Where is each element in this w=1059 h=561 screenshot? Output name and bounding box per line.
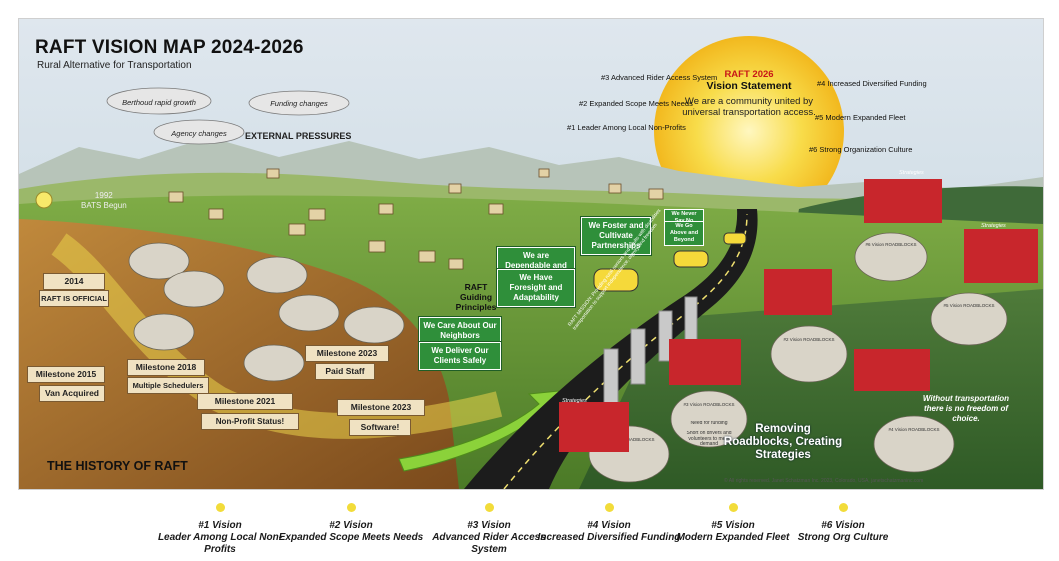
vision-statement-text: We are a community united by universal t… [682,96,816,118]
origin-marker: 1992 BATS Begun [81,191,127,211]
vision-number: #4 Vision [587,520,631,531]
roadblock-rock: #3 Vision ROADBLOCKS [683,402,735,407]
origin-text: BATS Begun [81,201,127,210]
vision-number: #2 Vision [329,520,373,531]
vision-number: #1 Vision [198,520,242,531]
freedom-quote: Without transportation there is no freed… [922,394,1010,423]
milestone-sign: 2014 [43,273,105,290]
legend-dot-icon [215,503,225,512]
vision-legend-item: #1 Vision Leader Among Local Non-Profits [145,503,295,556]
legend-dot-icon [838,503,848,512]
vision-text: Advanced Rider Access System [432,532,546,555]
cloud-label: Berthoud rapid growth [122,98,196,107]
sun-vision-label: #1 Leader Among Local Non-Profits [567,122,686,132]
history-rocks [128,242,405,382]
map-title: RAFT VISION MAP 2024-2026 [35,37,304,58]
roadblock-note: Short on drivers and volunteers to meet … [686,431,732,447]
external-pressures-label: EXTERNAL PRESSURES [245,131,352,141]
sun-vision-label: #6 Strong Organization Culture [809,144,913,154]
milestone-sign: Milestone 2021 [197,393,293,410]
vision-statement-title: Vision Statement [706,80,792,92]
sun-vision-label: #2 Expanded Scope Meets Needs [579,98,693,108]
strategy-flag [669,339,741,385]
vision-number: #5 Vision [711,520,755,531]
vision-map: RAFT VISION MAP 2024-2026 Rural Alternat… [18,18,1044,490]
vision-legend-item: #4 Vision Increased Diversified Funding [534,503,684,544]
milestone-sign: Non-Profit Status! [201,413,299,430]
copyright-text: © All rights reserved. Janet Schatzman I… [724,478,924,484]
sun-vision-label: #5 Modern Expanded Fleet [815,112,906,122]
raft-cars [593,232,747,292]
roadblock-rock: #4 Vision ROADBLOCKS [888,427,940,432]
bridge-pillars [603,296,698,405]
milestone-sign: Milestone 2018 [127,359,205,376]
milestone-sign: RAFT IS OFFICIAL [39,290,109,307]
strategies-label: Strategies [899,169,924,176]
milestone-sign: Milestone 2023 [305,345,389,362]
vision-text: Expanded Scope Meets Needs [278,532,424,543]
sun-vision-label: #4 Increased Diversified Funding [817,78,927,88]
origin-year: 1992 [94,191,113,200]
principle-sign: We Foster and Cultivate Partnerships [580,216,652,256]
milestone-sign: Software! [349,419,411,436]
vision-text: Strong Org Culture [797,532,889,543]
principle-sign: We Go Above and Beyond [664,221,704,246]
lightbulb [35,191,53,209]
clouds [106,87,350,145]
cloud-label: Agency changes [171,129,227,138]
legend-dot-icon [604,503,614,512]
houses [168,168,664,270]
roadblock-note: Need for funding [690,421,728,426]
vision-number: #3 Vision [467,520,511,531]
milestone-sign: Milestone 2023 [337,399,425,416]
vision-text: Increased Diversified Funding [537,532,681,543]
milestone-sign: Van Acquired [39,385,105,402]
strategy-flag [764,269,832,315]
vision-statement: RAFT 2026 Vision Statement We are a comm… [674,69,824,118]
roadblocks-caption: Removing Roadblocks, Creating Strategies [723,423,843,461]
principle-sign: We Care About Our Neighbors [418,316,502,346]
roadblock-rock: #2 Vision ROADBLOCKS [783,337,835,342]
principle-sign: We Have Foresight and Adaptability [496,268,576,308]
cloud-label: Funding changes [270,99,328,108]
strategies-label: Strategies [981,222,1006,229]
milestone-sign: Milestone 2015 [27,366,105,383]
sun-vision-label: #3 Advanced Rider Access System [601,72,718,82]
visions-legend: #1 Vision Leader Among Local Non-Profits… [0,488,1059,561]
history-label: THE HISTORY OF RAFT [47,459,188,473]
strategy-flag [854,349,930,391]
legend-dot-icon [484,503,494,512]
map-subtitle: Rural Alternative for Transportation [37,60,192,71]
vision-legend-item: #2 Vision Expanded Scope Meets Needs [276,503,426,544]
legend-dot-icon [346,503,356,512]
strategies-label: Strategies [562,397,587,404]
strategy-flag [559,402,629,452]
principle-sign: We Deliver Our Clients Safely [418,341,502,371]
vision-legend-item: #6 Vision Strong Org Culture [768,503,918,544]
roadblock-rock: #6 Vision ROADBLOCKS [865,242,917,247]
vision-text: Modern Expanded Fleet [676,532,790,543]
vision-statement-org: RAFT 2026 [724,69,774,80]
milestone-sign: Multiple Schedulers [127,377,209,394]
vision-legend-item: #5 Vision Modern Expanded Fleet [658,503,808,544]
strategy-flag [864,179,942,223]
roadblock-rock: #5 Vision ROADBLOCKS [943,303,995,308]
milestone-sign: Paid Staff [315,363,375,380]
vision-text: Leader Among Local Non-Profits [157,532,283,555]
guiding-principles-label: RAFT Guiding Principles [455,282,497,312]
vision-number: #6 Vision [821,520,865,531]
vision-legend-item: #3 Vision Advanced Rider Access System [414,503,564,556]
strategy-flag [964,229,1038,283]
legend-dot-icon [728,503,738,512]
